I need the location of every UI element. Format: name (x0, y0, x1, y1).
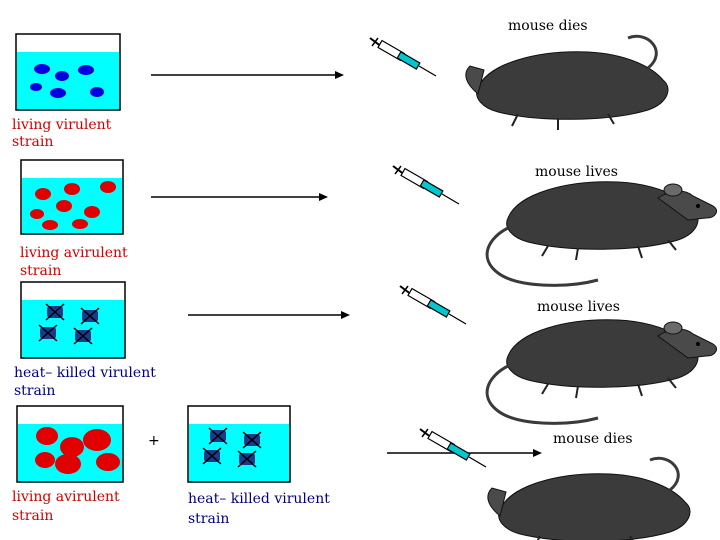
arrow-3-icon-head (341, 311, 350, 319)
mix-avirulent-cell-5 (96, 453, 120, 471)
syringe-2-icon (392, 165, 460, 205)
mouse-2-icon (485, 180, 719, 287)
mix-avirulent-cell-3 (35, 452, 55, 468)
row1-label-line2: strain (12, 134, 54, 150)
row2-label-line1: living avirulent (20, 245, 128, 261)
avirulent-cell-5 (84, 206, 100, 218)
syringe-1-icon (369, 37, 437, 77)
killed-cell-2-x2 (38, 324, 58, 342)
row3-label-line1: heat– killed virulent (14, 365, 156, 381)
mix-killed-cell-3-x2 (237, 450, 257, 468)
virulent-cell-2 (78, 65, 94, 75)
avirulent-cell-1 (64, 183, 80, 195)
mix-killed-cell-1-x2 (242, 431, 262, 449)
avirulent-cell-4 (30, 209, 44, 219)
avirulent-cell-6 (42, 220, 58, 230)
mix-avirulent-cell-0 (36, 427, 58, 445)
row4-label-line1: living avirulent (12, 489, 120, 505)
avirulent-cell-3 (56, 200, 72, 212)
arrow-4-icon-head (533, 449, 542, 457)
beaker-3-icon-liquid (22, 300, 124, 357)
virulent-cell-1 (55, 71, 69, 81)
killed-cell-3-x2 (73, 327, 93, 345)
mix-killed-cell-0-x2 (208, 427, 228, 445)
avirulent-cell-2 (100, 181, 116, 193)
syringe-4-icon (419, 428, 487, 468)
row1-outcome: mouse dies (508, 18, 588, 34)
row2-outcome: mouse lives (535, 164, 618, 180)
virulent-cell-5 (90, 87, 104, 97)
mouse-4-icon (486, 456, 692, 540)
mix-avirulent-cell-1 (60, 437, 84, 457)
row3-label-line2: strain (14, 383, 56, 399)
mouse-3-icon (485, 318, 719, 425)
mixture-label-line1: heat– killed virulent (188, 491, 330, 507)
mixture-label-line2: strain (188, 511, 230, 527)
plus-sign: + (148, 433, 160, 449)
mix-avirulent-cell-4 (55, 454, 81, 474)
mix-avirulent-cell-2 (83, 429, 111, 451)
arrow-2-icon-head (319, 193, 328, 201)
killed-cell-0-x2 (45, 303, 65, 321)
beaker-1-icon-liquid (17, 52, 119, 109)
virulent-cell-3 (30, 83, 42, 91)
row1-label-line1: living virulent (12, 117, 112, 133)
mix-killed-cell-2-x2 (202, 447, 222, 465)
arrow-1-icon-head (335, 71, 344, 79)
row4-label-line2: strain (12, 508, 54, 524)
row2-label-line2: strain (20, 263, 62, 279)
virulent-cell-0 (34, 64, 50, 74)
row3-outcome: mouse lives (537, 299, 620, 315)
mouse-1-icon (464, 34, 670, 132)
syringe-3-icon (399, 285, 467, 325)
row4-outcome: mouse dies (553, 431, 633, 447)
virulent-cell-4 (50, 88, 66, 98)
avirulent-cell-0 (35, 188, 51, 200)
avirulent-cell-7 (72, 219, 88, 229)
killed-cell-1-x2 (80, 307, 100, 325)
